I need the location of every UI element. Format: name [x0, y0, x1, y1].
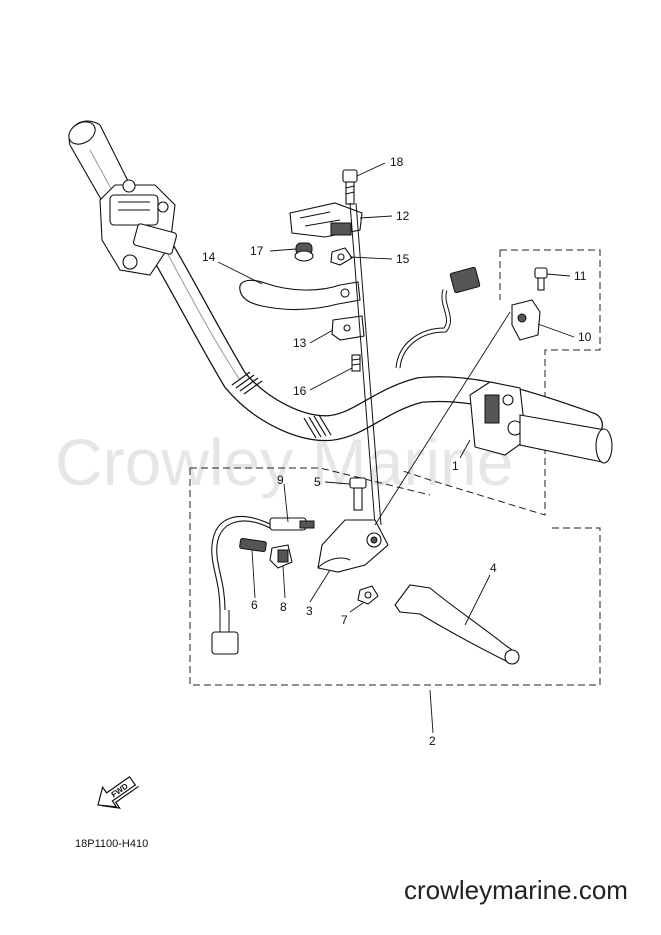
cable-bracket-12	[289, 202, 363, 238]
right-grip	[519, 414, 613, 464]
master-cylinder	[99, 179, 178, 276]
callout-14: 14	[202, 250, 216, 264]
callout-1: 1	[452, 459, 459, 473]
bolt-5	[349, 477, 367, 511]
knob-17	[294, 242, 314, 262]
callout-6: 6	[251, 598, 258, 612]
diagram-code: 18P1100-H410	[75, 838, 149, 850]
lever-holder-3	[317, 519, 389, 573]
holder-13	[331, 315, 365, 341]
knurled-band-right	[303, 414, 332, 439]
assembly-box-2	[189, 467, 601, 686]
callout-3: 3	[306, 604, 313, 618]
nut-8	[269, 544, 293, 569]
callout-5: 5	[314, 475, 321, 489]
callouts: 18 12 15 17 14 13 16 11 10 1 5 9 6 8 3 7…	[202, 155, 592, 748]
callout-9: 9	[277, 473, 284, 487]
callout-7: 7	[341, 613, 348, 627]
nut-7	[357, 585, 379, 605]
callout-11: 11	[574, 269, 587, 283]
callout-17: 17	[250, 244, 264, 258]
bolt-18	[342, 169, 358, 205]
switch-9	[211, 516, 315, 655]
callout-15: 15	[396, 252, 410, 266]
clamp-10	[511, 299, 541, 341]
callout-8: 8	[280, 600, 287, 614]
switch-1	[469, 381, 527, 456]
callout-10: 10	[578, 330, 592, 344]
nut-15	[330, 247, 353, 266]
screw-16	[351, 354, 361, 372]
leader-lines	[217, 162, 575, 734]
knurled-band-left	[231, 371, 263, 395]
callout-2: 2	[429, 734, 436, 748]
website-link[interactable]: crowleymarine.com	[404, 875, 628, 905]
callout-13: 13	[293, 336, 307, 350]
callout-4: 4	[490, 561, 497, 575]
callout-12: 12	[396, 209, 410, 223]
wire-connector	[395, 266, 481, 369]
bolt-11	[534, 267, 548, 291]
callout-18: 18	[390, 155, 404, 169]
screw-6	[239, 537, 267, 553]
callout-16: 16	[293, 384, 307, 398]
assembly-box-10-11	[499, 249, 601, 515]
fwd-arrow-icon: FWD	[97, 775, 139, 809]
lever-14	[239, 279, 361, 311]
lever-4	[394, 584, 520, 665]
